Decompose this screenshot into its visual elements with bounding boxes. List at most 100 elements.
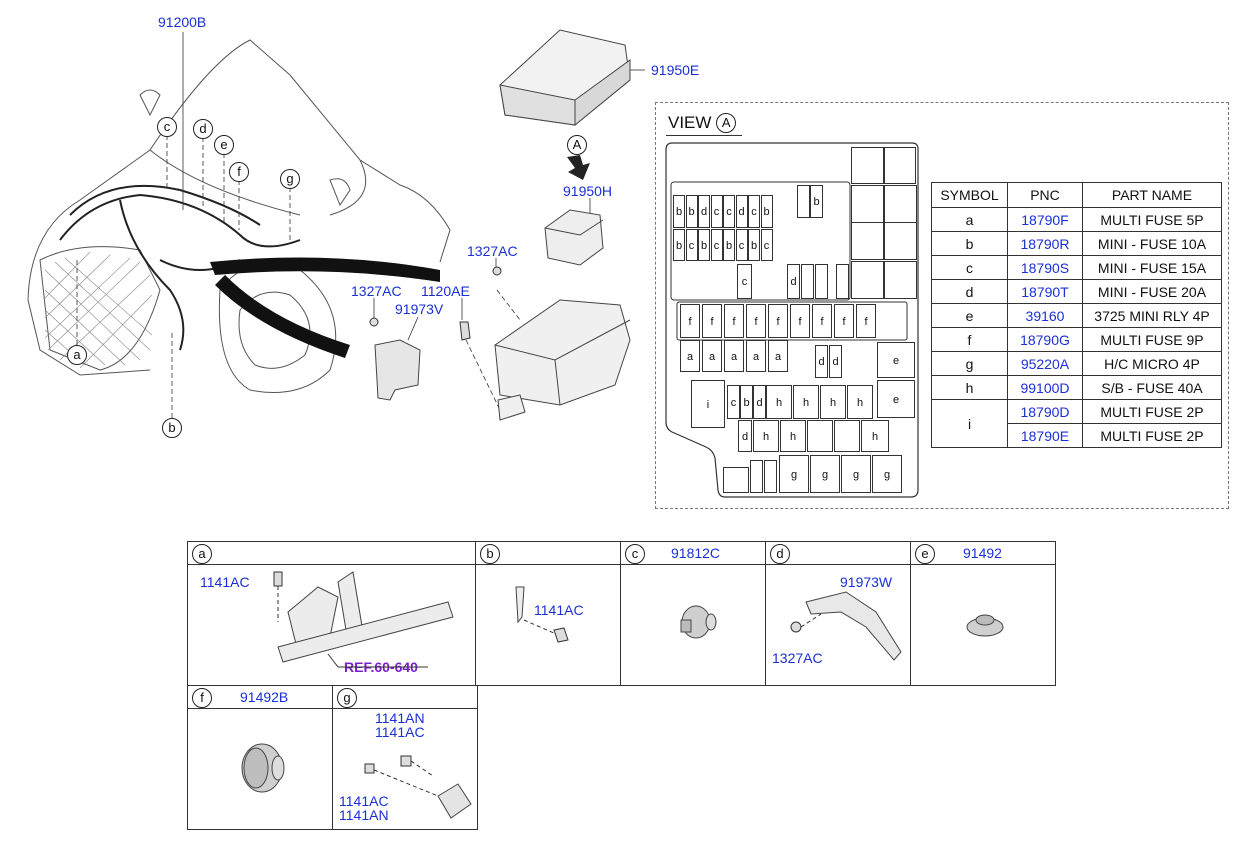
view-title: VIEW A [668, 113, 737, 134]
cell-name: MULTI FUSE 5P [1082, 207, 1222, 232]
detail-g: g 1141AN 1141AC 1141AC 1141AN [332, 685, 478, 830]
detail-a-letter: a [192, 544, 212, 564]
bracket-label: 91973V [395, 301, 444, 317]
fuse-slot: b [673, 195, 685, 228]
nut-top-label: 1327AC [467, 243, 518, 259]
detail-g-label-top-2: 1141AC [375, 724, 425, 740]
cell-pnc: 18790D [1007, 399, 1083, 424]
clip-drawing [515, 586, 569, 643]
cell-symbol: e [931, 303, 1008, 328]
fuse-slot: f [790, 304, 810, 338]
fuse-slot: a [680, 340, 700, 372]
fuse-slot: c [727, 385, 740, 419]
relay-slot [884, 261, 917, 299]
fuse-slot: b [740, 385, 753, 419]
cell-pnc: 18790E [1007, 423, 1083, 448]
cell-pnc: 18790T [1007, 279, 1083, 304]
fuse-slot: b [685, 195, 698, 228]
detail-d-label-1: 91973W [840, 574, 893, 590]
view-symbol: A [716, 113, 737, 133]
fuse-slot [801, 264, 814, 299]
fuse-slot: c [760, 229, 773, 261]
fuse-slot: b [810, 185, 823, 218]
fuse-slot: h [780, 420, 806, 452]
nut-left-label: 1327AC [351, 283, 402, 299]
fuse-slot: c [748, 195, 760, 228]
fuse-slot: a [702, 340, 722, 372]
header-symbol: SYMBOL [931, 182, 1008, 208]
relay-slot: g [810, 455, 840, 493]
cell-symbol: d [931, 279, 1008, 304]
relay-slot [884, 185, 917, 223]
fuse-slot: c [737, 264, 752, 299]
cell-name: 3725 MINI RLY 4P [1082, 303, 1222, 328]
fuse-slot: h [753, 420, 779, 452]
detail-f-letter: f [192, 688, 212, 708]
fuse-slot: b [723, 229, 735, 261]
header-part-name: PART NAME [1082, 182, 1222, 208]
cell-symbol: a [931, 207, 1008, 232]
cell-symbol: g [931, 351, 1008, 376]
fuse-slot: c [710, 195, 723, 228]
fuse-slot: d [815, 345, 828, 378]
protector-drawing [790, 591, 902, 661]
fuse-slot: c [735, 229, 748, 261]
detail-g-letter: g [337, 688, 357, 708]
callout-d: d [193, 119, 213, 139]
fuse-slot: c [723, 195, 735, 228]
fuse-slot: f [856, 304, 876, 338]
fuse-slot: d [738, 420, 752, 452]
detail-b: b 1141AC [475, 541, 621, 686]
cell-name: S/B - FUSE 40A [1082, 375, 1222, 400]
fuse-slot: d [829, 345, 842, 378]
relay-slot: e [877, 380, 915, 418]
relay-slot [851, 222, 884, 260]
detail-g-label-bot-1: 1141AC [339, 793, 389, 809]
fuse-slot: f [768, 304, 788, 338]
relay-slot [884, 222, 917, 260]
callout-c: c [157, 117, 177, 137]
relay-slot: g [872, 455, 902, 493]
callout-b: b [162, 418, 182, 438]
detail-c-pnc: 91812C [671, 545, 721, 561]
fuse-slot: f [702, 304, 722, 338]
fuse-slot [797, 185, 810, 218]
fuse-slot: h [793, 385, 819, 419]
fuse-slot: b [748, 229, 760, 261]
fuse-slot: d [753, 385, 766, 419]
detail-e: e 91492 [910, 541, 1056, 686]
junction-box-label: 91950H [563, 183, 613, 199]
detail-e-pnc: 91492 [963, 545, 1002, 561]
fuse-slot: d [698, 195, 710, 228]
relay-slot: e [877, 342, 915, 378]
relay-slot [851, 261, 884, 299]
detail-d-letter: d [770, 544, 790, 564]
cell-symbol: b [931, 231, 1008, 256]
cell-name: MINI - FUSE 10A [1082, 231, 1222, 256]
relay-slot [851, 185, 884, 223]
fuse-slot [834, 420, 860, 452]
fuse-slot [764, 460, 777, 493]
cell-pnc: 99100D [1007, 375, 1083, 400]
detail-g-label-top-1: 1141AN [375, 710, 425, 726]
plug-drawing [966, 614, 1004, 637]
fuse-slot [807, 420, 833, 452]
fuse-slot [836, 264, 849, 299]
fuse-slot [815, 264, 828, 299]
cell-name: MULTI FUSE 2P [1082, 423, 1222, 448]
relay-slot [884, 147, 916, 184]
view-panel [655, 102, 1229, 509]
callout-a: a [67, 345, 87, 365]
cell-pnc: 18790F [1007, 207, 1083, 232]
cell-name: MULTI FUSE 2P [1082, 399, 1222, 424]
fuse-slot: d [787, 264, 800, 299]
cell-pnc: 18790G [1007, 327, 1083, 352]
view-arrow-callout: A [567, 135, 587, 155]
bolt-bracket-drawing [364, 755, 472, 819]
